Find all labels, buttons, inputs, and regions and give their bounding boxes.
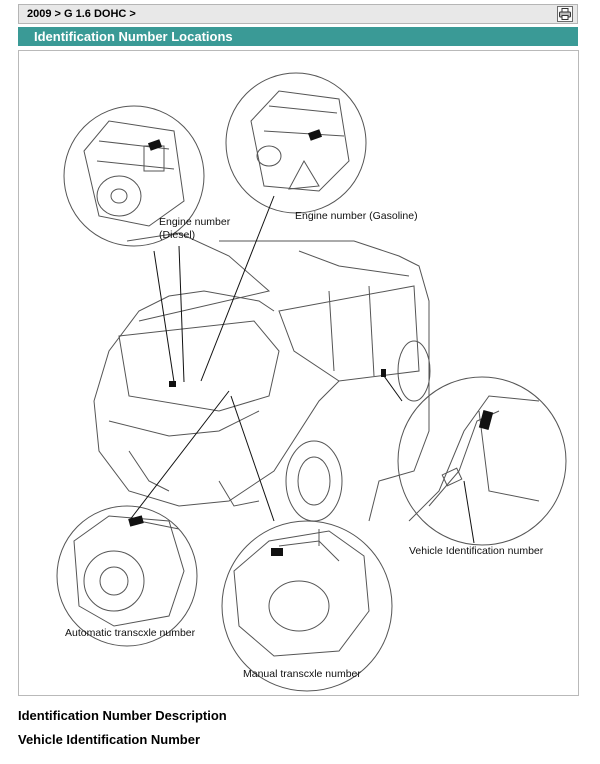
- breadcrumb[interactable]: 2009 > G 1.6 DOHC >: [27, 8, 136, 20]
- manual-transaxle-sketch: [233, 529, 370, 657]
- automatic-transaxle-callout-circle: [56, 505, 198, 647]
- callout-vin: Vehicle Identification number: [409, 545, 544, 557]
- print-button[interactable]: [557, 6, 573, 22]
- callout-manual-transaxle: Manual transcxle number: [243, 668, 361, 680]
- printer-icon: [559, 8, 571, 20]
- callout-engine-gasoline: Engine number (Gasoline): [295, 210, 418, 222]
- leader-lines: [128, 195, 475, 544]
- vehicle-illustration: [93, 232, 431, 522]
- callout-automatic-transaxle: Automatic transcxle number: [65, 627, 196, 639]
- manual-transaxle-callout-circle: [221, 520, 393, 692]
- vin-callout-circle: [397, 376, 567, 546]
- diesel-engine-sketch: [83, 120, 185, 227]
- section-title-bar: Identification Number Locations: [18, 27, 578, 46]
- heading-vehicle-identification-number: Vehicle Identification Number: [18, 732, 201, 747]
- vin-location-sketch: [408, 395, 540, 522]
- gasoline-engine-callout-circle: [225, 72, 367, 214]
- heading-identification-number-description: Identification Number Description: [18, 708, 227, 723]
- gasoline-engine-sketch: [250, 90, 350, 192]
- section-title: Identification Number Locations: [34, 29, 233, 44]
- number-plates: [128, 129, 494, 556]
- identification-diagram: Engine number (Diesel) Engine number (Ga…: [18, 50, 579, 696]
- automatic-transaxle-sketch: [73, 515, 185, 627]
- diesel-engine-callout-circle: [63, 105, 205, 247]
- callout-engine-diesel-line2: (Diesel): [159, 229, 195, 241]
- breadcrumb-bar: 2009 > G 1.6 DOHC >: [18, 4, 578, 24]
- callout-engine-diesel-line1: Engine number: [159, 216, 231, 228]
